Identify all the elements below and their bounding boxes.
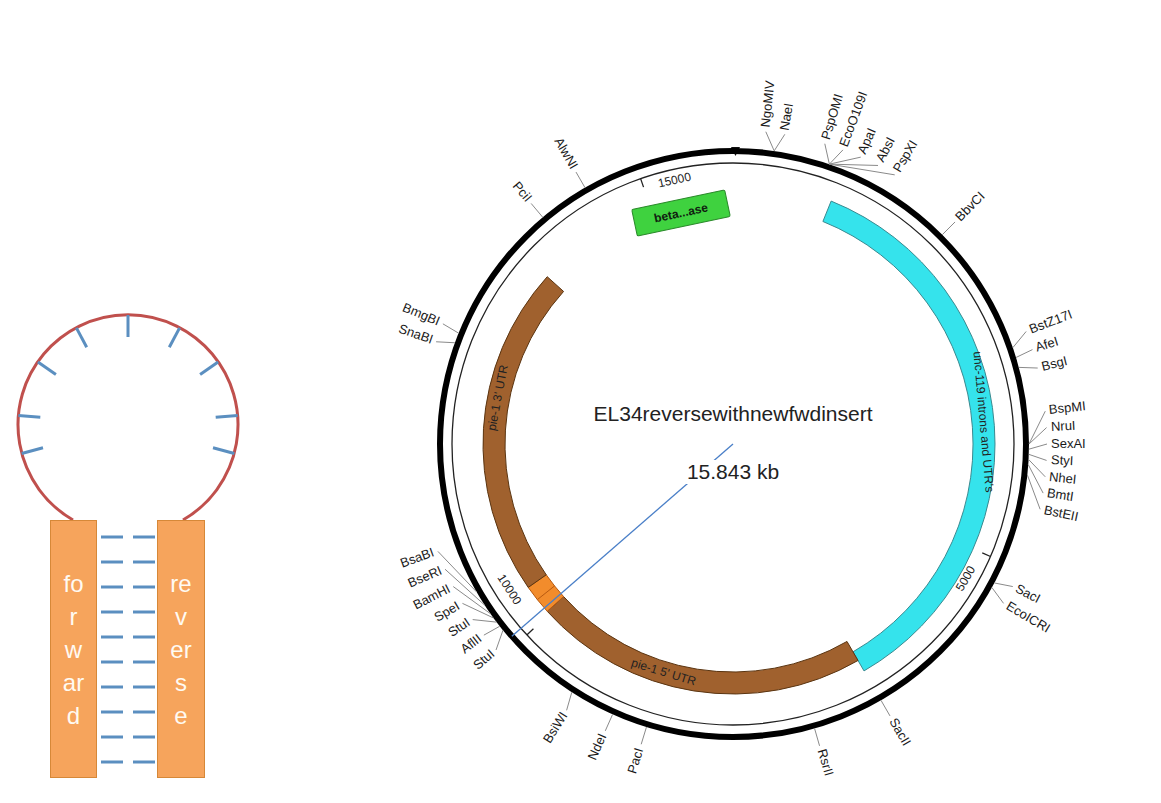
scale-tick [527,629,534,635]
leader-line [829,164,894,175]
loop-bases [18,315,237,454]
leader-line [605,714,612,730]
leader-line [641,727,646,744]
leader-line [992,588,1004,604]
hairpin-loop [18,315,238,520]
leader-line [1028,465,1043,493]
scale-number: 15000 [657,170,693,191]
pie-1-5-utr-arc [547,597,858,694]
leader-line [496,630,503,650]
enzyme-site-label: SexAI [1051,437,1086,452]
base-pair-dash [133,686,155,689]
map-title: EL34reversewithnewfwdinsert [594,402,873,426]
base-pair-dash [133,736,155,739]
leader-line [766,132,774,151]
enzyme-site-label: BstEII [1042,503,1079,525]
unc-119-arc [823,201,995,671]
enzyme-site-label: BstZ17I [1027,307,1074,337]
scale-tick [641,179,644,187]
leader-line [994,583,1012,587]
base-pair-dash [133,586,155,589]
enzyme-site-label: NruI [1050,419,1075,435]
leader-line [1027,475,1040,509]
base-pair-dash [101,536,123,539]
enzyme-site-label: EcoICRI [1003,599,1052,636]
base-pair-dash [133,536,155,539]
enzyme-site-label: BsiWI [540,710,571,747]
leader-line [1013,331,1026,347]
stem-box: forward [50,520,97,778]
node-text: reverse [169,567,193,732]
scale-tick [982,553,990,557]
base-pair-dash [133,761,155,764]
base-pair-dash [101,561,123,564]
leader-line [531,203,543,217]
leader-line [1016,350,1032,358]
leader-line [473,620,497,623]
plasmid-ring [440,151,1026,737]
map-size: 15.843 kb [684,460,782,484]
scale-number: 10000 [494,572,524,608]
base-pairs [101,537,155,762]
gene-box: beta...ase [631,189,731,236]
pie-1-3-utr-arc [483,277,564,588]
enzyme-site-label: AlwNI [551,135,581,172]
leader-line [436,341,455,343]
base-pair-dash [101,586,123,589]
enzyme-site-label: StyI [1050,453,1073,469]
enzyme-site-label: PacI [625,746,647,775]
leader-line [1029,459,1046,476]
base-pair-dash [133,661,155,664]
enzyme-site-label: BmtI [1046,486,1075,505]
base-pair-dash [133,611,155,614]
leader-line [1019,367,1038,369]
base-pair-dash [101,761,123,764]
base-pair-dash [101,736,123,739]
leader-line [829,157,860,164]
inner-ring [452,163,1014,725]
enzyme-site-label: AfeI [1034,334,1061,355]
node-text: beta...ase [653,200,709,225]
enzyme-site-label: BsgI [1040,354,1069,375]
enzyme-site-label: BspMI [1048,399,1086,418]
enzyme-site-label: NdeI [586,731,611,762]
base-pair-dash [133,636,155,639]
leader-line [567,692,572,710]
leader-line [1029,454,1047,460]
leader-line [1029,411,1045,444]
insert-divider [537,586,554,600]
base-pair-dash [101,686,123,689]
leader-line [1029,428,1047,444]
leader-line [942,222,955,235]
leader-line [815,729,820,746]
base-pair-dash [101,661,123,664]
leader-line [484,626,500,635]
leader-line [774,134,785,151]
base-pair-dash [101,636,123,639]
leader-line [443,324,459,333]
stem-box: reverse [157,520,205,778]
leader-line [576,172,585,188]
enzyme-site-label: SacII [886,716,914,749]
base-pair-dash [101,611,123,614]
enzyme-site-label: BbvCI [953,189,989,225]
leader-line [825,144,830,164]
enzyme-site-label: PciI [509,179,534,205]
leader-line [462,603,493,618]
base-pair-dash [133,561,155,564]
enzyme-site-label: NgoMIV [759,80,779,128]
enzyme-site-label: NaeI [778,102,797,132]
base-pair-dash [133,711,155,714]
leader-line [1029,444,1047,449]
enzyme-site-label: RsrII [813,748,835,779]
node-text: forward [62,567,86,732]
base-pair-dash [101,711,123,714]
enzyme-site-label: NheI [1048,470,1077,488]
leader-line [881,700,890,716]
